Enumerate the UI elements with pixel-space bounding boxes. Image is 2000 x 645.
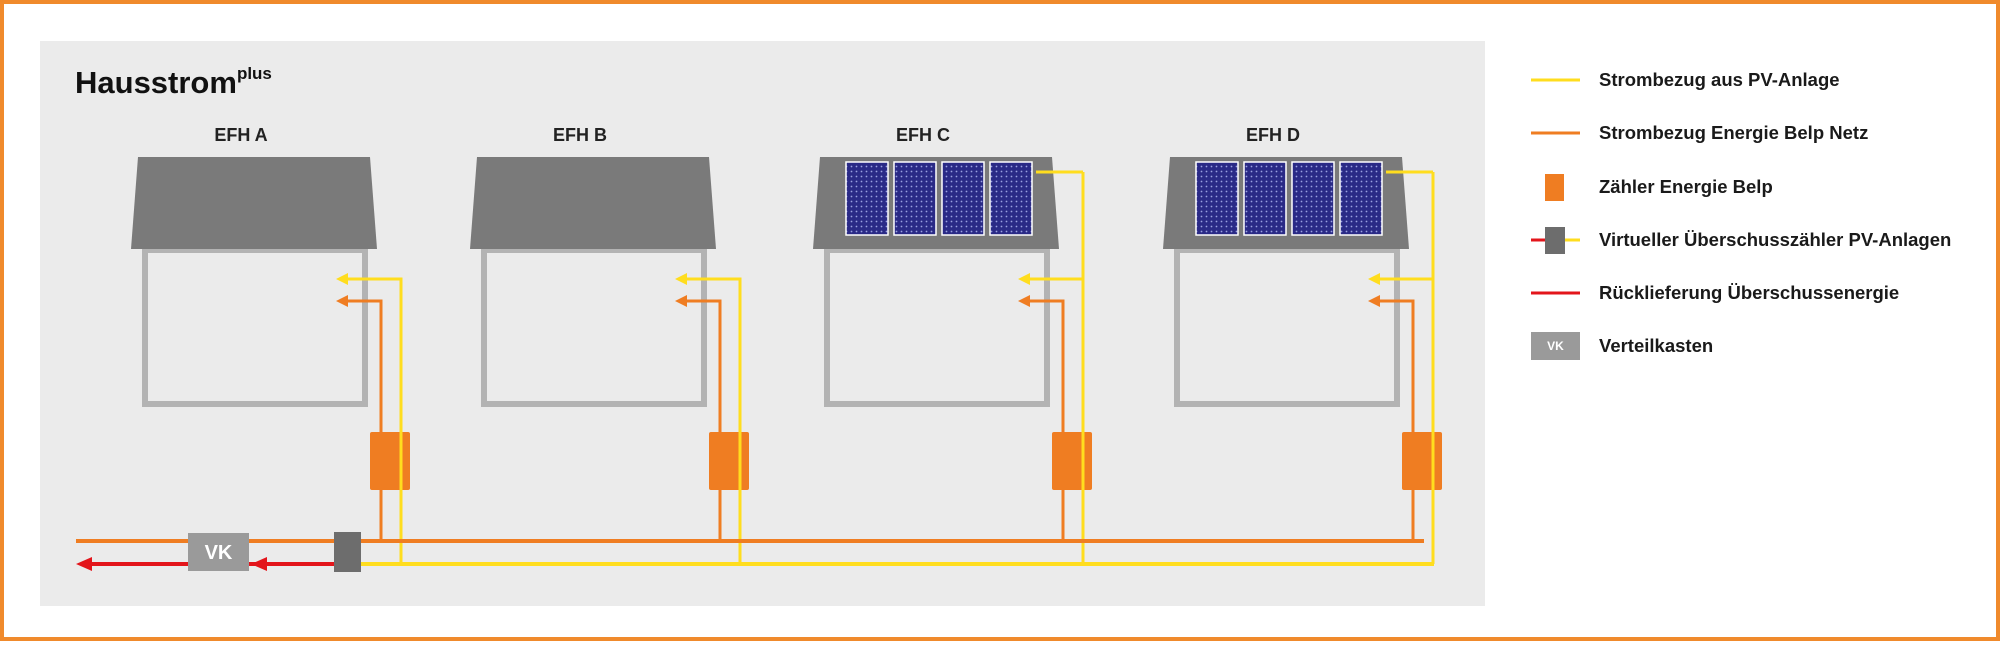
solar-panel xyxy=(989,161,1033,236)
house-d: EFH D xyxy=(1163,125,1442,564)
house-label: EFH B xyxy=(553,125,607,145)
house-walls xyxy=(824,247,1050,407)
house-walls xyxy=(481,247,707,407)
solar-panel xyxy=(941,161,985,236)
legend-label: Rücklieferung Überschussenergie xyxy=(1599,282,1899,303)
legend-item: VK Verteilkasten xyxy=(1531,332,1713,360)
legend-label: Virtueller Überschusszähler PV-Anlagen xyxy=(1599,229,1951,250)
grid-supply-line xyxy=(1026,299,1065,432)
verteilkasten-box xyxy=(188,533,249,571)
meter-energie-belp xyxy=(709,432,749,490)
diagram-panel xyxy=(40,41,1485,606)
grid-supply-line xyxy=(683,299,722,432)
grid-arrow xyxy=(1018,295,1030,307)
legend-label: Strombezug Energie Belp Netz xyxy=(1599,122,1868,143)
return-arrow-left xyxy=(76,557,92,571)
solar-panel xyxy=(1291,161,1335,236)
house-label: EFH A xyxy=(214,125,267,145)
meter-energie-belp xyxy=(370,432,410,490)
verteilkasten: VK xyxy=(188,533,249,571)
grid-arrow xyxy=(336,295,348,307)
legend-meter-swatch xyxy=(1545,174,1564,201)
houses-group: EFH A EFH B EFH C EFH D xyxy=(131,125,1442,564)
house-a: EFH A xyxy=(131,125,410,564)
legend-label: Zähler Energie Belp xyxy=(1599,176,1773,197)
house-walls xyxy=(142,247,368,407)
legend-virtual-meter-swatch xyxy=(1545,227,1565,254)
grid-arrow xyxy=(675,295,687,307)
legend-item: Virtueller Überschusszähler PV-Anlagen xyxy=(1531,227,1951,254)
pv-supply-line xyxy=(683,277,742,564)
diagram-title: Hausstromplus xyxy=(75,64,272,100)
legend-item: Zähler Energie Belp xyxy=(1545,174,1773,201)
meter-energie-belp xyxy=(1402,432,1442,490)
legend-label: Verteilkasten xyxy=(1599,335,1713,356)
grid-supply-line xyxy=(344,299,383,432)
solar-panel xyxy=(1243,161,1287,236)
legend-item: Strombezug aus PV-Anlage xyxy=(1531,69,1840,90)
verteilkasten-label: VK xyxy=(205,542,233,564)
house-roof xyxy=(470,157,716,249)
hausstrom-diagram: Hausstromplus EFH A EFH B EFH C EFH D VK St… xyxy=(40,41,1951,606)
legend-vk-swatch xyxy=(1531,332,1580,360)
legend-item: Strombezug Energie Belp Netz xyxy=(1531,122,1868,143)
solar-panel xyxy=(1195,161,1239,236)
house-b: EFH B xyxy=(470,125,749,564)
pv-supply-line xyxy=(344,277,403,564)
solar-panel xyxy=(893,161,937,236)
legend-vk-symbol: VK xyxy=(1547,339,1564,353)
solar-panel xyxy=(845,161,889,236)
pv-arrow xyxy=(675,273,687,285)
house-roof xyxy=(131,157,377,249)
grid-arrow xyxy=(1368,295,1380,307)
house-label: EFH C xyxy=(896,125,950,145)
pv-arrow xyxy=(1018,273,1030,285)
virtual-surplus-meter xyxy=(334,532,361,572)
house-c: EFH C xyxy=(813,125,1092,564)
grid-supply-line xyxy=(1376,299,1415,432)
house-walls xyxy=(1174,247,1400,407)
solar-panel xyxy=(1339,161,1383,236)
pv-arrow xyxy=(1368,273,1380,285)
return-arrow-vk xyxy=(251,557,267,571)
pv-arrow xyxy=(336,273,348,285)
title-superscript: plus xyxy=(237,64,272,83)
title-main: Hausstrom xyxy=(75,65,237,100)
meter-energie-belp xyxy=(1052,432,1092,490)
legend-label: Strombezug aus PV-Anlage xyxy=(1599,69,1840,90)
legend-item: Rücklieferung Überschussenergie xyxy=(1531,282,1899,303)
house-label: EFH D xyxy=(1246,125,1300,145)
